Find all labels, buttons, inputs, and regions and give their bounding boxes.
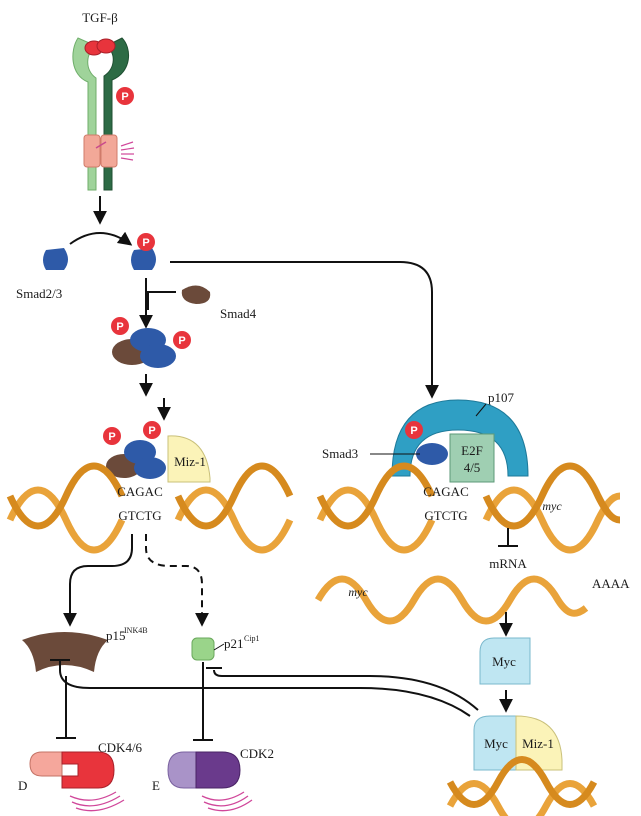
smad23-phosphorylated	[131, 248, 156, 270]
svg-text:P: P	[116, 321, 123, 333]
promoter-phospho-1: P	[103, 427, 121, 445]
p21-superscript: Cip1	[244, 634, 260, 643]
receptor-phospho: P	[116, 87, 134, 105]
cdk46	[61, 751, 115, 789]
right-dna-helix	[316, 462, 621, 554]
smad3-label: Smad3	[322, 446, 358, 461]
cyclin-e	[167, 751, 197, 789]
miz1-left	[167, 435, 211, 483]
smad23-unphosphorylated	[43, 248, 68, 270]
smad-complex	[112, 328, 176, 368]
smad3-nuclear-arrow	[170, 261, 439, 399]
promoter-smad-complex	[106, 440, 166, 479]
p107-label: p107	[488, 390, 515, 405]
svg-text:P: P	[148, 425, 155, 437]
cdk2-label: CDK2	[240, 746, 274, 761]
svg-text:P: P	[142, 237, 149, 249]
p21-label: p21	[224, 636, 244, 651]
myc-gene-label: myc	[542, 499, 562, 513]
left-cagac: CAGAC	[117, 484, 163, 499]
cyclin-d-label: D	[18, 778, 27, 793]
p107-leader	[475, 403, 487, 417]
myc-repress-p21-line	[213, 669, 479, 711]
myc-mrna-strand	[314, 575, 589, 625]
kinase-activity-lines	[120, 141, 135, 161]
tgf-beta-label: TGF-β	[82, 10, 118, 25]
cdk2	[195, 751, 241, 789]
cdk2-activity-arcs	[201, 791, 253, 812]
right-cagac: CAGAC	[423, 484, 469, 499]
miz1-bottom	[515, 715, 563, 771]
svg-text:P: P	[121, 91, 128, 103]
miz1-left-label: Miz-1	[174, 454, 206, 469]
smad23-phospho: P	[137, 233, 155, 251]
cyclin-e-label: E	[152, 778, 160, 793]
myc-bottom	[473, 715, 517, 771]
smad4-join-line	[147, 291, 176, 310]
phosphorylation-arrow	[69, 231, 133, 246]
bottom-dna-helix	[446, 756, 598, 816]
smad23-label: Smad2/3	[16, 286, 62, 301]
svg-text:P: P	[410, 425, 417, 437]
smad3-on-promoter	[416, 443, 448, 465]
complex-phospho-1: P	[111, 317, 129, 335]
left-dna-helix	[6, 462, 294, 554]
miz1-bottom-label: Miz-1	[522, 736, 554, 751]
p15-label: p15	[106, 628, 126, 643]
smad3-phospho: P	[405, 421, 423, 439]
tgf-beta-ligand	[84, 38, 116, 56]
p21-induction-arrow	[145, 534, 209, 627]
myc-protein	[479, 637, 531, 685]
left-gtctg: GTCTG	[118, 508, 161, 523]
svg-text:P: P	[178, 335, 185, 347]
e2f-sub-label: 4/5	[464, 460, 481, 475]
svg-text:P: P	[108, 431, 115, 443]
p21-leader	[213, 643, 225, 651]
p21	[191, 637, 215, 661]
p15	[22, 632, 108, 672]
mrna-label: mRNA	[489, 556, 527, 571]
myc-mrna-label: myc	[348, 585, 368, 599]
e2f-box	[449, 433, 495, 483]
e2f-label: E2F	[461, 443, 483, 458]
p107	[391, 399, 529, 477]
cyclin-d	[29, 751, 63, 777]
right-gtctg: GTCTG	[424, 508, 467, 523]
p15-superscript: INK4B	[124, 626, 148, 635]
smad4	[181, 285, 211, 304]
polya-label: AAAA	[592, 576, 630, 591]
myc-repress-p15-line	[59, 660, 471, 717]
complex-phospho-2: P	[173, 331, 191, 349]
p15-induction-arrow	[63, 534, 133, 627]
cdk46-label: CDK4/6	[98, 740, 143, 755]
promoter-phospho-2: P	[143, 421, 161, 439]
myc-bottom-label: Myc	[484, 736, 508, 751]
cdk46-activity-arcs	[69, 791, 125, 812]
tgf-beta-receptor	[72, 37, 135, 191]
myc-repression-bar	[498, 528, 518, 547]
smad4-label: Smad4	[220, 306, 257, 321]
myc-protein-label: Myc	[492, 654, 516, 669]
